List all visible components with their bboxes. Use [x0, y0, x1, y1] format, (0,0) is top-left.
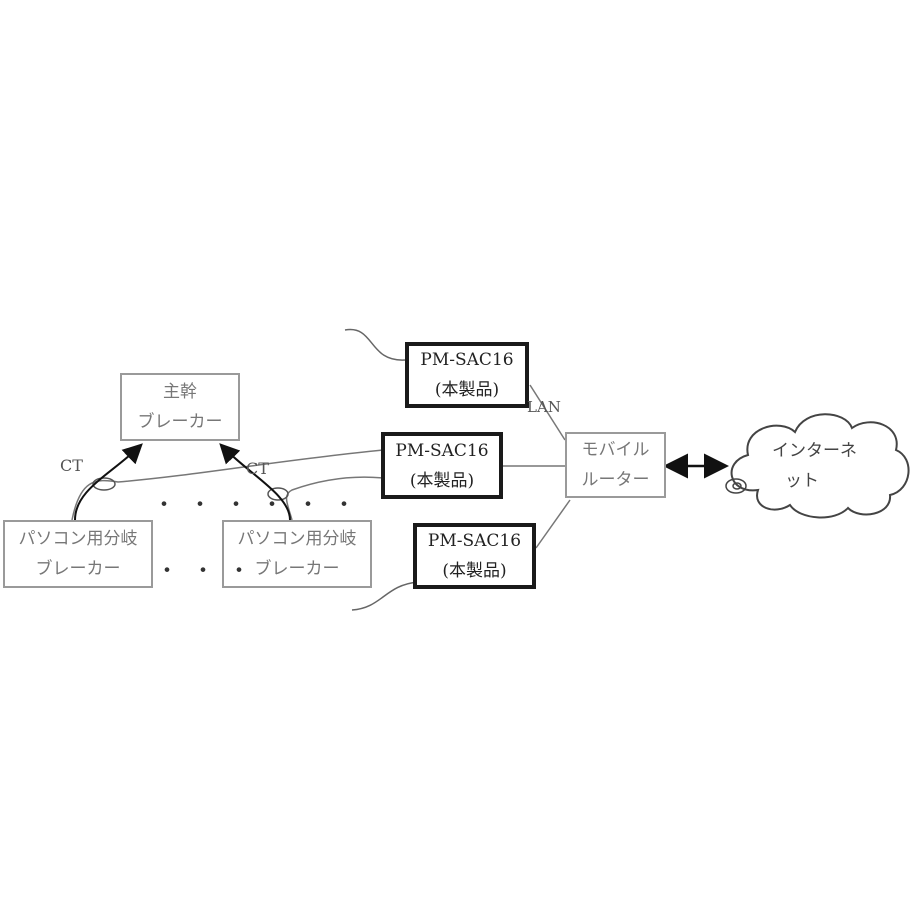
branch-breaker-2-box: パソコン用分岐 ブレーカー — [222, 520, 372, 588]
device-mid-note: (本製品) — [409, 470, 475, 491]
internet-cloud — [730, 413, 910, 519]
ellipsis-row-upper: ・・・・・・ — [153, 493, 370, 518]
device-top-box: PM-SAC16 (本製品) — [405, 342, 529, 408]
lan-link-bottom — [535, 499, 571, 549]
device-bottom-note: (本製品) — [442, 561, 507, 581]
ct-ring-left — [92, 477, 116, 491]
arrow-branch2-to-main — [219, 443, 291, 521]
branch-breaker-1-line1: パソコン用分岐 — [18, 529, 138, 549]
internet-label-line1: インターネ — [772, 441, 857, 461]
main-breaker-line1: 主幹 — [163, 382, 197, 402]
branch-breaker-2-line2: ブレーカー — [254, 559, 340, 579]
ellipsis-between-breakers: ・・・ — [156, 559, 265, 584]
arrow-branch1-to-main — [74, 443, 143, 521]
branch-breaker-2-line1: パソコン用分岐 — [237, 529, 357, 549]
lan-link-top — [529, 384, 566, 441]
branch-breaker-1-box: パソコン用分岐 ブレーカー — [3, 520, 153, 588]
ct-ring-right — [267, 487, 289, 501]
device-bottom-box: PM-SAC16 (本製品) — [413, 523, 536, 589]
internet-label-line2: ット — [785, 471, 819, 491]
router-line2: ルーター — [581, 470, 650, 490]
ct-label-left: CT — [60, 456, 83, 475]
main-breaker-box: 主幹 ブレーカー — [120, 373, 240, 441]
device-top-model: PM-SAC16 — [420, 350, 514, 370]
main-breaker-line2: ブレーカー — [137, 412, 223, 432]
device-top-note: (本製品) — [434, 380, 500, 400]
device-bottom-model: PM-SAC16 — [427, 531, 522, 551]
ct-cable-left — [71, 449, 384, 521]
cloud-tail-ring-outer — [725, 478, 747, 494]
power-lead-top — [344, 328, 406, 361]
lan-label: LAN — [527, 398, 561, 416]
cloud-tail-ring-inner — [732, 482, 742, 490]
ct-label-right: CT — [246, 459, 269, 478]
ct-cable-right — [285, 476, 384, 521]
device-mid-model: PM-SAC16 — [395, 440, 489, 461]
device-mid-box: PM-SAC16 (本製品) — [381, 432, 503, 499]
branch-breaker-1-line2: ブレーカー — [35, 559, 121, 579]
power-lead-bottom — [351, 581, 419, 611]
router-line1: モバイル — [581, 440, 650, 460]
mobile-router-box: モバイル ルーター — [565, 432, 666, 498]
